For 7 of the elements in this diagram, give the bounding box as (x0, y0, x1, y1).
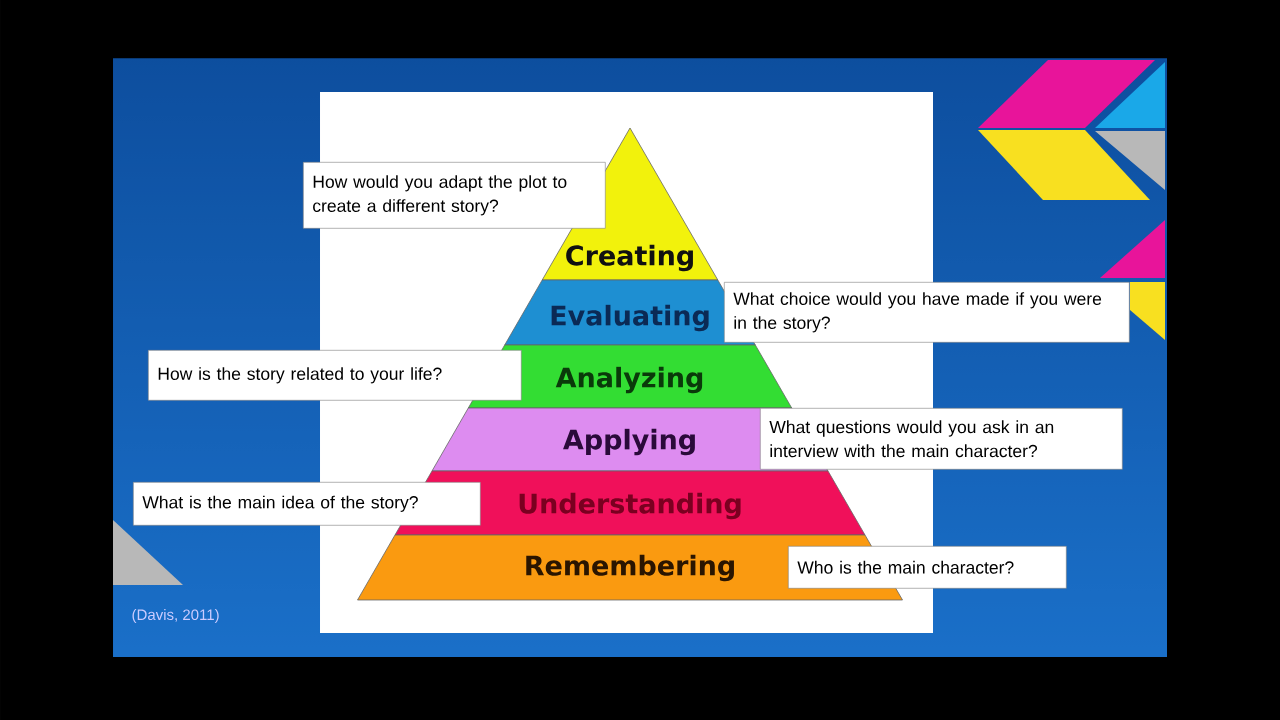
citation: (Davis, 2011) (132, 609, 219, 623)
question-box: What choice would you have made if you were in the story? (724, 282, 1130, 343)
question-box: What questions would you ask in an interview with the main character? (760, 408, 1123, 470)
question-box: How is the story related to your life? (148, 350, 522, 401)
question-box: What is the main idea of the story? (133, 482, 481, 526)
question-box: How would you adapt the plot to create a different story? (303, 162, 606, 229)
question-box: Who is the main character? (788, 546, 1067, 589)
